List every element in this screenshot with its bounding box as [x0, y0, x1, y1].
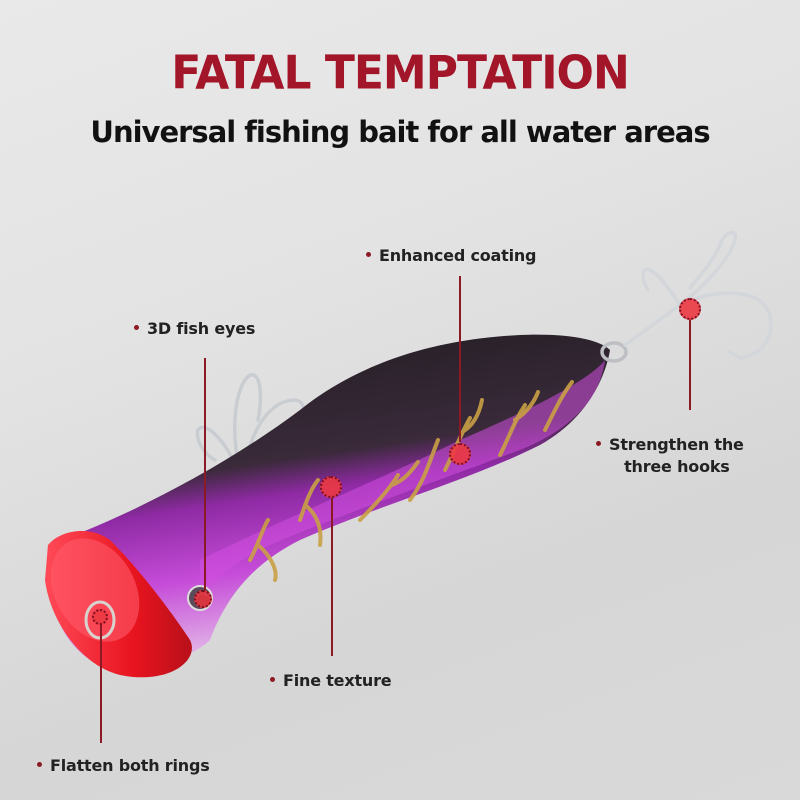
hotspot-fine-texture[interactable] — [320, 476, 342, 498]
leader-line-rings — [100, 625, 102, 743]
headline-subtitle: Universal fishing bait for all water are… — [90, 115, 710, 149]
callout-label: Fine texture — [283, 671, 392, 690]
callout-label: Flatten both rings — [50, 756, 210, 775]
bullet-dot — [37, 762, 42, 767]
hotspot-rings[interactable] — [92, 609, 108, 625]
callout-hooks: Strengthen the three hooks — [596, 434, 744, 478]
callout-label-line2: three hooks — [624, 457, 730, 476]
hotspot-enhanced-coating[interactable] — [449, 443, 471, 465]
gold-stripes — [248, 380, 574, 582]
headline-title: FATAL TEMPTATION — [171, 46, 630, 101]
leader-line-fish-eyes — [204, 358, 206, 590]
leader-line-hooks — [689, 318, 691, 410]
callout-rings: Flatten both rings — [37, 755, 210, 777]
bullet-dot — [270, 677, 275, 682]
callout-label: 3D fish eyes — [147, 319, 256, 338]
callout-enhanced-coating: Enhanced coating — [366, 245, 537, 267]
leader-line-enhanced-coating — [459, 276, 461, 442]
tail-treble-hook — [623, 230, 773, 360]
hotspot-hooks[interactable] — [679, 298, 701, 320]
callout-fine-texture: Fine texture — [270, 670, 392, 692]
callout-label-line1: Strengthen the — [609, 435, 744, 454]
hotspot-fish-eyes[interactable] — [194, 590, 212, 608]
callout-label: Enhanced coating — [379, 246, 537, 265]
bullet-dot — [134, 325, 139, 330]
leader-line-fine-texture — [331, 496, 333, 656]
bullet-dot — [366, 252, 371, 257]
callout-fish-eyes: 3D fish eyes — [134, 318, 255, 340]
bullet-dot — [596, 441, 601, 446]
split-ring-rear — [600, 341, 628, 363]
